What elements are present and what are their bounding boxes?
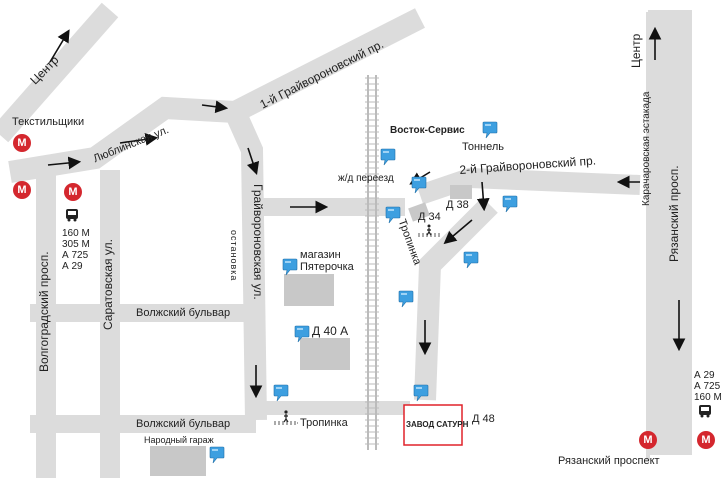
metro-icon-ryazansky-1: М [639, 431, 657, 449]
bus-route-right: А 29 [694, 370, 715, 381]
label-zavod-saturn: ЗАВОД САТУРН [406, 420, 469, 429]
label-tropinka-2: Тропинка [300, 417, 348, 429]
location-pin-icon[interactable] [413, 384, 429, 402]
location-pin-icon[interactable] [411, 176, 427, 194]
pedestrian-icon-upper [418, 224, 440, 237]
label-tonnel: Тоннель [462, 141, 505, 153]
building-narodny-garazh [150, 446, 206, 476]
road-to-center-left [0, 2, 119, 143]
location-pin-icon[interactable] [282, 258, 298, 276]
label-narodny-garazh: Народный гараж [144, 435, 214, 445]
label-d38: Д 38 [446, 199, 469, 211]
label-volgogradsky: Волгоградский просп. [37, 251, 51, 372]
label-volzhsky-1: Волжский бульвар [136, 307, 231, 319]
label-vostok-service: Восток-Сервис [390, 125, 465, 136]
location-pin-icon[interactable] [380, 148, 396, 166]
location-pin-icon[interactable] [502, 195, 518, 213]
location-pin-icon[interactable] [463, 251, 479, 269]
zavod-saturn-box [403, 404, 463, 446]
label-d48: Д 48 [472, 413, 495, 425]
building-d34 [408, 202, 430, 222]
bus-route-right: 160 М [694, 392, 722, 403]
label-stop: остановка [229, 230, 239, 282]
metro-icon-tekstilshchiki-3: М [64, 183, 82, 201]
label-d40a: Д 40 А [312, 324, 349, 338]
location-pin-icon[interactable] [273, 384, 289, 402]
bus-route-left: 160 М [62, 228, 90, 239]
label-karacharovskaya: Карачаровская эстакада [641, 91, 652, 206]
road-grayvoronovsky-2 [416, 167, 641, 205]
location-pin-icon[interactable] [209, 446, 225, 464]
label-saratovskaya: Саратовская ул. [101, 239, 115, 330]
road-grayvoronovskaya [224, 107, 267, 421]
buildings [150, 185, 472, 476]
label-d34: Д 34 [418, 211, 441, 223]
railway-ties [365, 77, 379, 445]
railway [367, 75, 377, 450]
building-pyaterochka [284, 274, 334, 306]
metro-icon-tekstilshchiki-2: М [13, 181, 31, 199]
roads [0, 2, 692, 478]
metro-icon-tekstilshchiki-1: М [13, 134, 31, 152]
bus-route-left: 305 М [62, 239, 90, 250]
metro-icon-ryazansky-2: М [697, 431, 715, 449]
bus-route-left: А 725 [62, 250, 89, 261]
location-pin-icon[interactable] [398, 290, 414, 308]
bus-icon-left [66, 209, 78, 222]
label-center-right: Центр [629, 33, 643, 68]
bus-route-left: А 29 [62, 261, 83, 272]
road-grayvoronovsky-1 [230, 8, 425, 122]
location-pin-icon[interactable] [385, 206, 401, 224]
direction-arrows [47, 26, 686, 399]
label-grayvoronovskaya: Грайвороновская ул. [251, 184, 265, 300]
label-ryazansky-metro: Рязанский проспект [558, 455, 660, 467]
label-pyaterochka: магазин Пятерочка [300, 249, 354, 273]
pedestrian-icon-lower [274, 410, 298, 425]
label-tekstilshchiki: Текстильщики [12, 116, 85, 128]
bus-icon-right [699, 405, 711, 418]
bus-route-right: А 725 [694, 381, 721, 392]
label-volzhsky-2: Волжский бульвар [136, 418, 231, 430]
label-crossing: ж/д переезд [338, 173, 394, 184]
building-d38 [450, 185, 472, 199]
location-pin-icon[interactable] [294, 325, 310, 343]
label-ryazansky: Рязанский просп. [667, 165, 681, 262]
location-pin-icon[interactable] [482, 121, 498, 139]
building-d40a [300, 338, 350, 370]
